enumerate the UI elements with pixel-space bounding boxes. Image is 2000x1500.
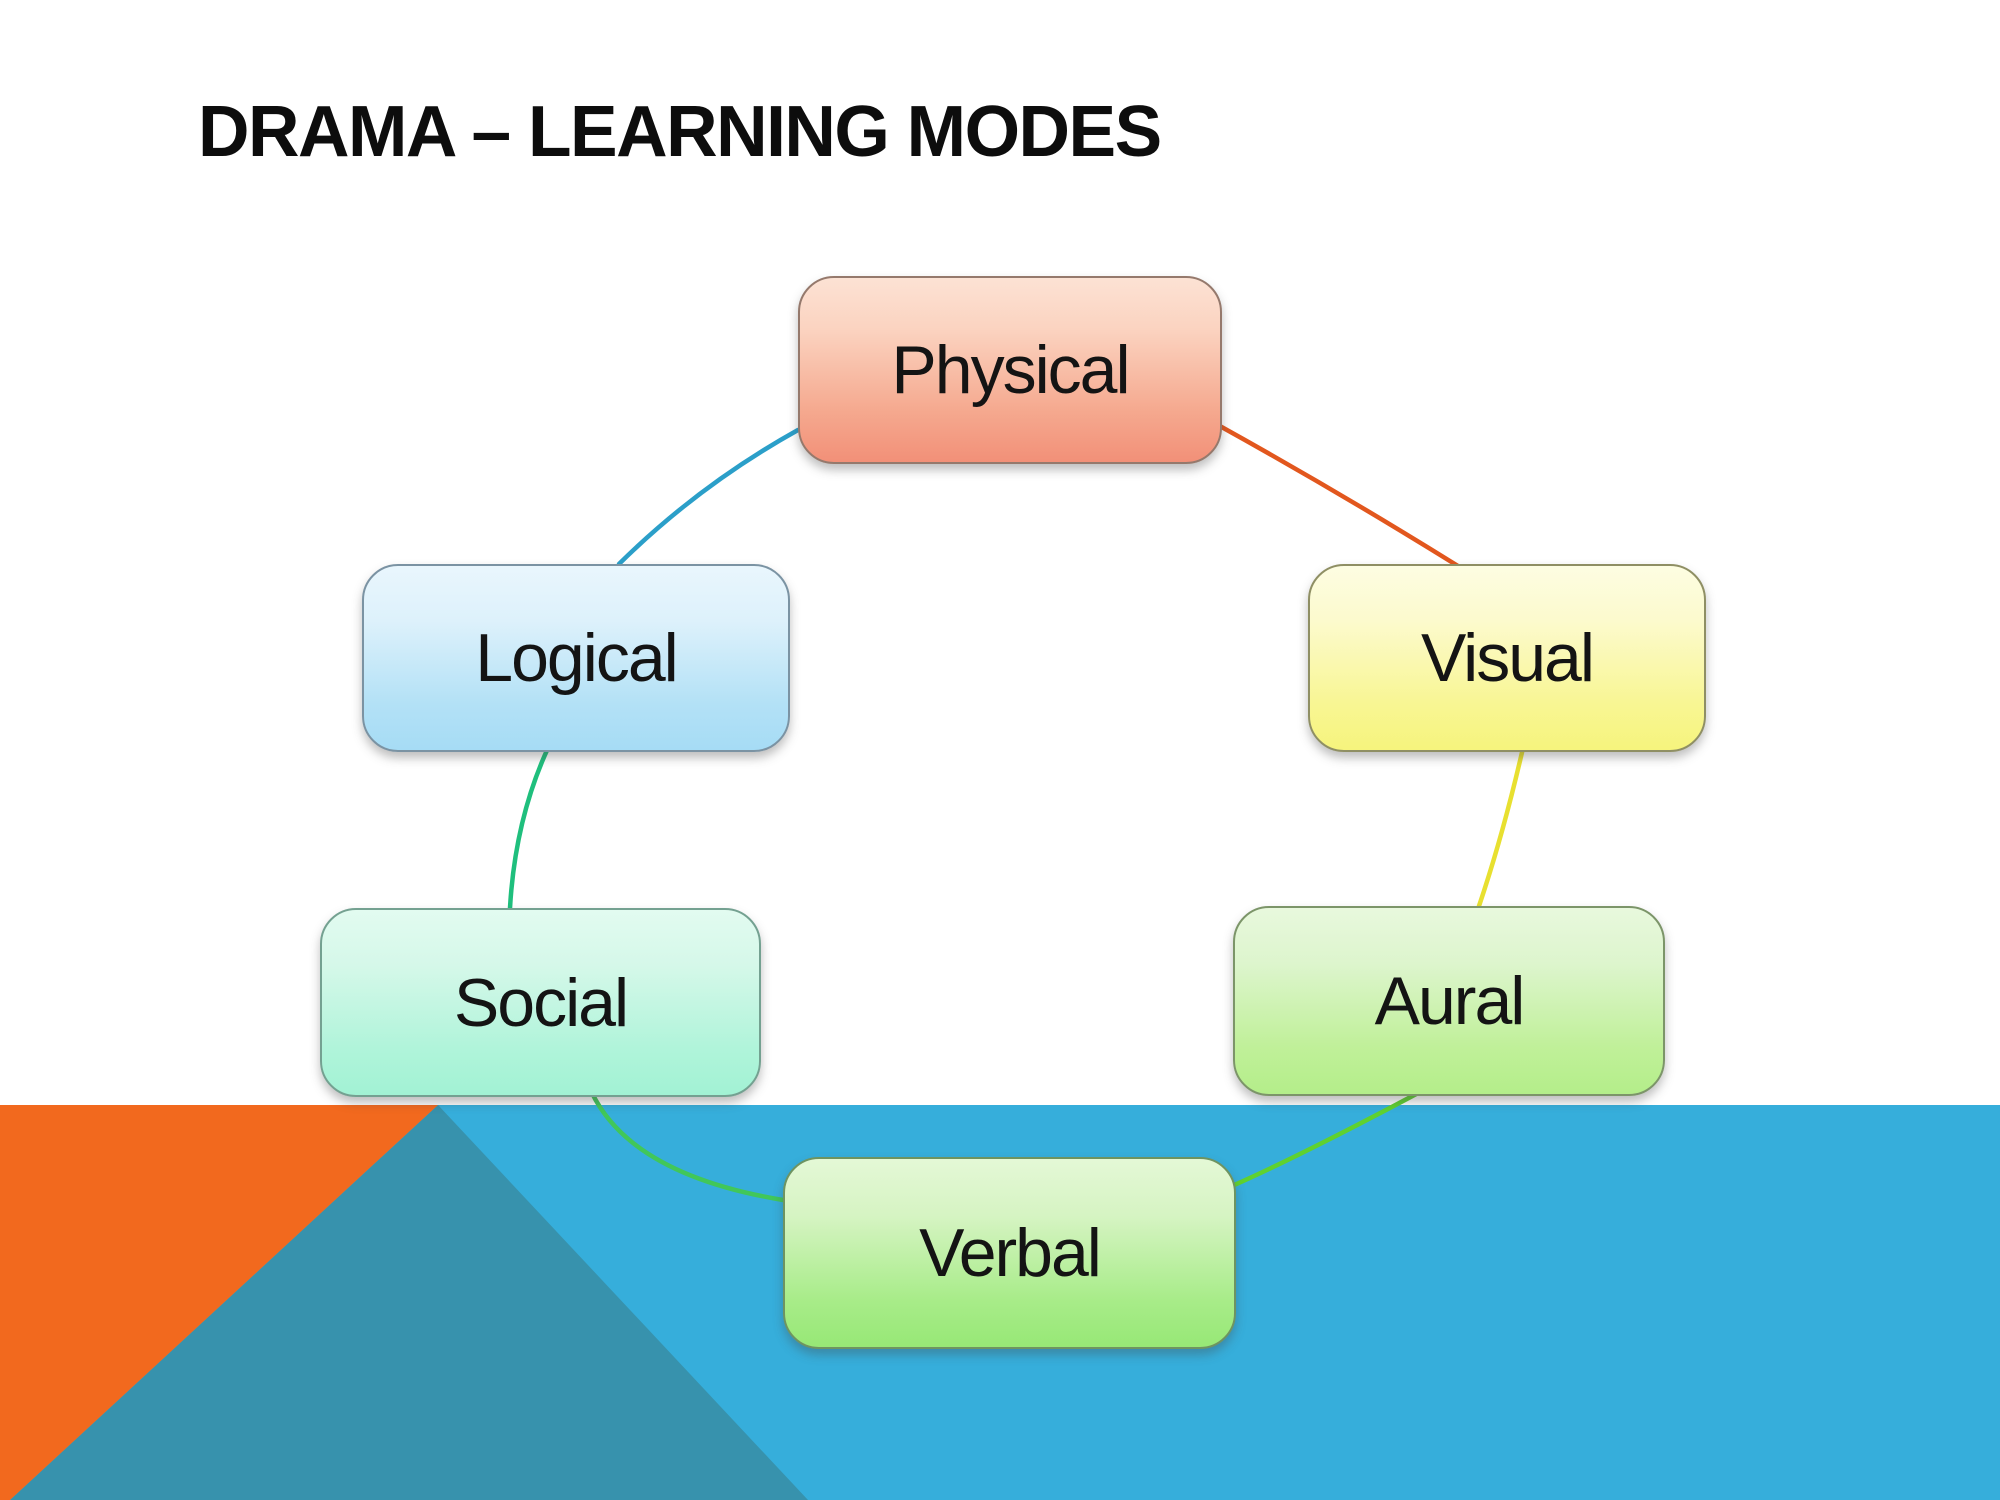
node-physical-label: Physical [891,332,1130,408]
connector-social-logical [507,745,551,911]
node-verbal-label: Verbal [919,1215,1102,1291]
dark-blue-triangle-shape [10,1105,808,1500]
node-logical: Logical [362,564,790,752]
node-physical: Physical [798,276,1222,464]
node-aural: Aural [1233,906,1665,1096]
node-visual-label: Visual [1421,620,1595,696]
node-visual: Visual [1308,564,1706,752]
node-social-label: Social [453,964,629,1041]
slide-title: DRAMA – LEARNING MODES [198,92,1162,172]
node-aural-label: Aural [1374,963,1526,1039]
node-verbal: Verbal [783,1157,1236,1349]
connector-visual-aural [1476,745,1526,909]
connector-aural-verbal [1229,1089,1423,1189]
connector-verbal-social [589,1090,786,1203]
orange-triangle-shape [0,1105,438,1500]
connector-physical-visual [1215,422,1461,569]
node-logical-label: Logical [475,620,678,696]
node-social: Social [320,908,761,1097]
connector-logical-physical [616,427,801,567]
